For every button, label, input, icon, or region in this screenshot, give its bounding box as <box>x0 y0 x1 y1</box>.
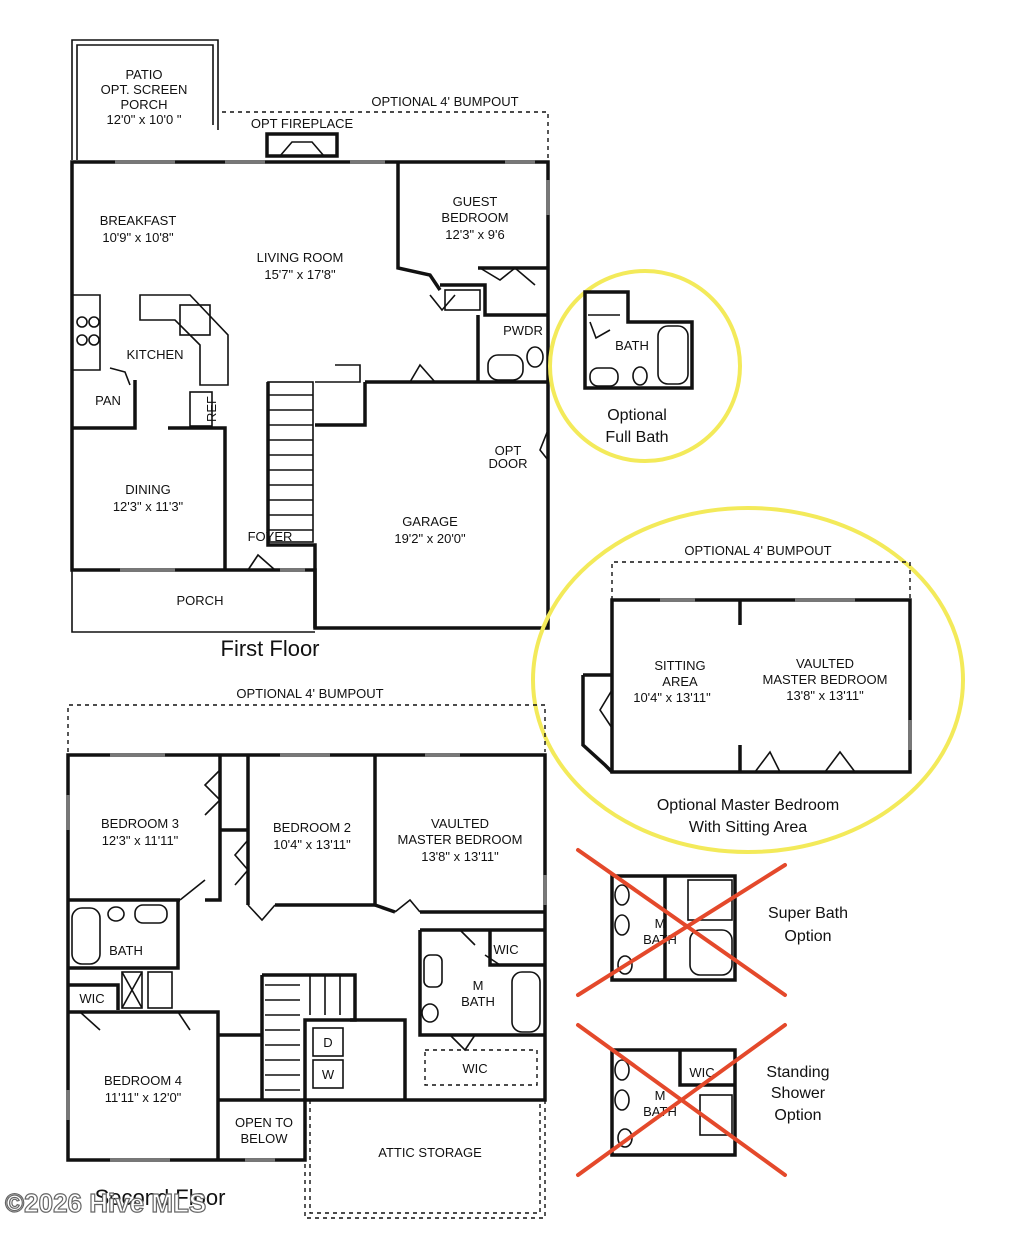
stairs-icon <box>267 381 314 543</box>
watermark: ©2026 Hive MLS <box>5 1188 206 1218</box>
bedroom-4-dim: 11'11" x 12'0" <box>105 1090 182 1105</box>
super-bath-caption: Super Bath <box>768 905 848 922</box>
optional-master-bedroom: OPTIONAL 4' BUMPOUT SITTING AREA 10'4" x… <box>531 506 965 854</box>
opt-door-label: OPT <box>495 443 522 458</box>
second-floor-title: Second Floor <box>95 1185 226 1210</box>
master-bedroom-label: VAULTED <box>431 816 489 831</box>
ref-label: REF <box>204 396 219 422</box>
guest-bedroom-label-2: BEDROOM <box>441 210 508 225</box>
attic-outline <box>304 1100 546 1219</box>
master-bath-label-2: BATH <box>461 994 495 1009</box>
first-floor-title: First Floor <box>221 636 320 661</box>
cross-mark <box>576 848 787 997</box>
dining-label: DINING <box>125 482 171 497</box>
hall-bath-label: BATH <box>109 943 143 958</box>
fireplace-icon <box>265 132 339 158</box>
garage-label: GARAGE <box>402 514 458 529</box>
opt-master-caption: Optional Master Bedroom <box>657 797 839 814</box>
breakfast-label: BREAKFAST <box>100 213 177 228</box>
bedroom-4-label: BEDROOM 4 <box>104 1073 182 1088</box>
shower-m-label: M <box>655 1088 666 1103</box>
opt-bath-label: BATH <box>615 338 649 353</box>
guest-bedroom-dim: 12'3" x 9'6 <box>445 227 504 242</box>
bathtub-icon <box>511 971 541 1033</box>
kitchen-island <box>139 294 229 386</box>
patio-outline <box>71 39 219 160</box>
super-bath-option: M BATH Super Bath Option <box>576 848 848 997</box>
sitting-area-dim: 10'4" x 13'11" <box>633 690 711 705</box>
breakfast-dim: 10'9" x 10'8" <box>102 230 174 245</box>
optional-full-bath: BATH Optional Full Bath <box>548 269 742 463</box>
bedroom-3-label: BEDROOM 3 <box>101 816 179 831</box>
bathtub-icon <box>71 907 101 965</box>
bedroom-2-dim: 10'4" x 13'11" <box>273 837 351 852</box>
pwdr-label: PWDR <box>503 323 543 338</box>
master-wic-2-label: WIC <box>462 1061 487 1076</box>
super-bath-caption-2: Option <box>784 928 831 945</box>
sitting-area-label: SITTING <box>654 658 705 673</box>
patio-label: PATIO <box>125 67 162 82</box>
opt-master-label-2: MASTER BEDROOM <box>763 672 888 687</box>
porch-outline <box>71 570 315 633</box>
living-room-label: LIVING ROOM <box>257 250 344 265</box>
wic-label: WIC <box>79 991 104 1006</box>
open-to-below-label: OPEN TO <box>235 1115 293 1130</box>
super-bath-m-label: M <box>655 916 666 931</box>
pantry-label: PAN <box>95 393 121 408</box>
first-floor-bumpout-label: OPTIONAL 4' BUMPOUT <box>371 94 518 109</box>
standing-shower-option: WIC M BATH Standing Shower Option <box>576 1023 830 1177</box>
attic-storage-label: ATTIC STORAGE <box>378 1145 482 1160</box>
patio-dim: 12'0" x 10'0 " <box>107 112 182 127</box>
opt-master-dim: 13'8" x 13'11" <box>786 688 864 703</box>
master-bedroom-dim: 13'8" x 13'11" <box>421 849 499 864</box>
guest-bedroom-label: GUEST <box>453 194 498 209</box>
highlight-circle <box>548 269 742 463</box>
first-floor: OPTIONAL 4' BUMPOUT PATIO OPT. SCREEN PO… <box>70 39 550 661</box>
open-to-below-label-2: BELOW <box>241 1131 289 1146</box>
sink-icon <box>179 304 211 336</box>
washer-label: W <box>322 1067 335 1082</box>
refrigerator-icon <box>189 391 213 427</box>
master-wic-label: WIC <box>493 942 518 957</box>
master-bedroom-label-2: MASTER BEDROOM <box>398 832 523 847</box>
bedroom-2-label: BEDROOM 2 <box>273 820 351 835</box>
fireplace-label: OPT FIREPLACE <box>251 116 354 131</box>
super-bath-bath-label: BATH <box>643 932 677 947</box>
opt-door-label-2: DOOR <box>489 456 528 471</box>
porch-label: PORCH <box>177 593 224 608</box>
master-bath-label: M <box>473 978 484 993</box>
opt-master-bumpout: OPTIONAL 4' BUMPOUT <box>684 543 831 558</box>
opt-master-caption-2: With Sitting Area <box>689 819 807 836</box>
opt-bath-caption: Optional <box>607 407 667 424</box>
shower-caption-2: Shower <box>771 1085 826 1102</box>
living-room-dim: 15'7" x 17'8" <box>264 267 336 282</box>
shower-caption-3: Option <box>774 1107 821 1124</box>
second-floor: OPTIONAL 4' BUMPOUT BATH WIC <box>66 686 547 1219</box>
patio-label-2: OPT. SCREEN <box>101 82 188 97</box>
dryer-label: D <box>323 1035 332 1050</box>
kitchen-label: KITCHEN <box>126 347 183 362</box>
shower-wic-label: WIC <box>689 1065 714 1080</box>
garage-dim: 19'2" x 20'0" <box>394 531 466 546</box>
second-floor-bumpout: OPTIONAL 4' BUMPOUT <box>236 686 383 701</box>
patio-label-3: PORCH <box>121 97 168 112</box>
highlight-ellipse <box>531 506 965 854</box>
sitting-area-label-2: AREA <box>662 674 698 689</box>
bedroom-3-dim: 12'3" x 11'11" <box>102 833 179 848</box>
bathtub-icon <box>657 325 689 385</box>
opt-master-label: VAULTED <box>796 656 854 671</box>
dining-dim: 12'3" x 11'3" <box>113 499 184 514</box>
shower-caption: Standing <box>766 1064 829 1081</box>
foyer-label: FOYER <box>248 529 293 544</box>
opt-bath-caption-2: Full Bath <box>605 429 668 446</box>
